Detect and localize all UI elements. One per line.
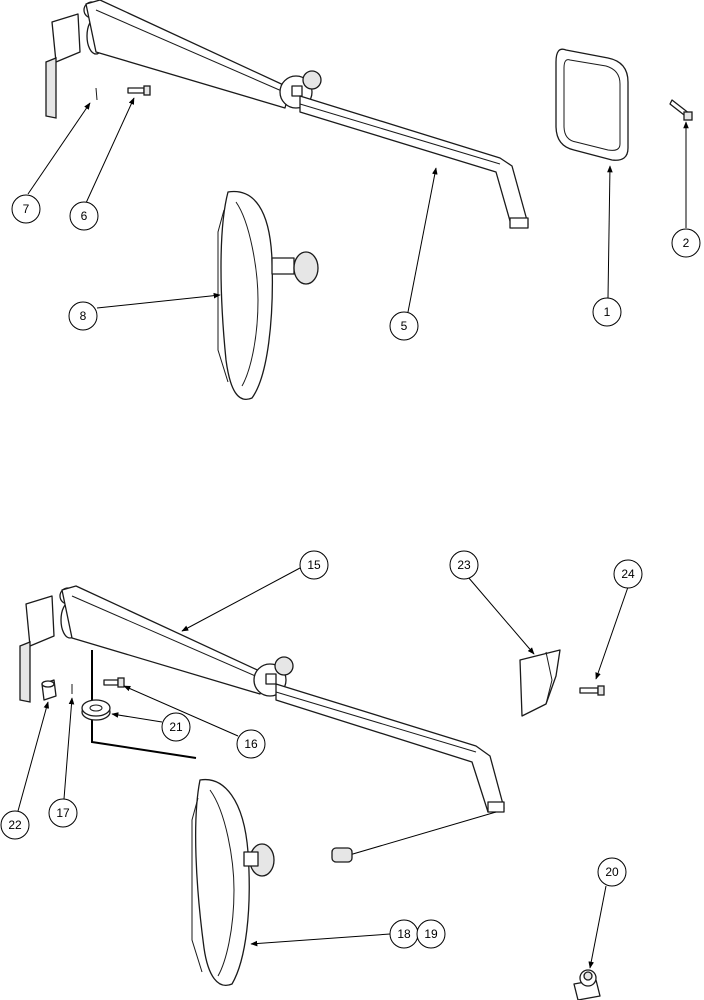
callout-24-label: 24: [621, 567, 635, 581]
callout-1-label: 1: [604, 305, 611, 319]
mirror-arm-upper: [45, 0, 529, 229]
mirror-head-upper: [217, 190, 319, 400]
callout-18-label: 18: [397, 927, 411, 941]
callout-8: 8: [68, 301, 98, 331]
mirror-head-lower: [191, 778, 275, 986]
callout-6: 6: [69, 201, 99, 231]
mirror-arm-lower: [19, 585, 505, 863]
callout-8-label: 8: [80, 309, 87, 323]
callout-17: 17: [48, 798, 78, 828]
bracket-23: [519, 649, 561, 717]
callout-21-label: 21: [169, 720, 183, 734]
callout-2: 2: [671, 228, 701, 258]
callout-23-label: 23: [457, 558, 471, 572]
callout-19: 19: [416, 919, 446, 949]
callout-21: 21: [161, 712, 191, 742]
bolt-6: [127, 85, 151, 96]
callout-22: 22: [0, 810, 30, 840]
bolt-16: [103, 677, 125, 688]
washer-21: [81, 699, 111, 721]
pin-7: [95, 87, 98, 101]
callout-20-label: 20: [605, 865, 619, 879]
callout-22-label: 22: [8, 818, 22, 832]
callout-16: 16: [236, 729, 266, 759]
callout-24: 24: [613, 559, 643, 589]
callout-19-label: 19: [424, 927, 438, 941]
callout-1: 1: [592, 297, 622, 327]
callout-15-label: 15: [307, 558, 321, 572]
bolt-2: [669, 99, 693, 121]
bolt-24: [579, 685, 605, 696]
callout-6-label: 6: [81, 209, 88, 223]
callout-18: 18: [389, 919, 419, 949]
callout-20: 20: [597, 857, 627, 887]
callout-7: 7: [11, 194, 41, 224]
connector-20: [573, 969, 601, 1000]
clip-22: [41, 679, 57, 701]
callout-16-label: 16: [244, 737, 258, 751]
mirror-glass-1: [555, 48, 629, 161]
callout-15: 15: [299, 550, 329, 580]
callout-2-label: 2: [683, 236, 690, 250]
callout-23: 23: [449, 550, 479, 580]
callout-5: 5: [389, 311, 419, 341]
callout-5-label: 5: [401, 319, 408, 333]
callout-17-label: 17: [56, 806, 70, 820]
callout-7-label: 7: [23, 202, 30, 216]
